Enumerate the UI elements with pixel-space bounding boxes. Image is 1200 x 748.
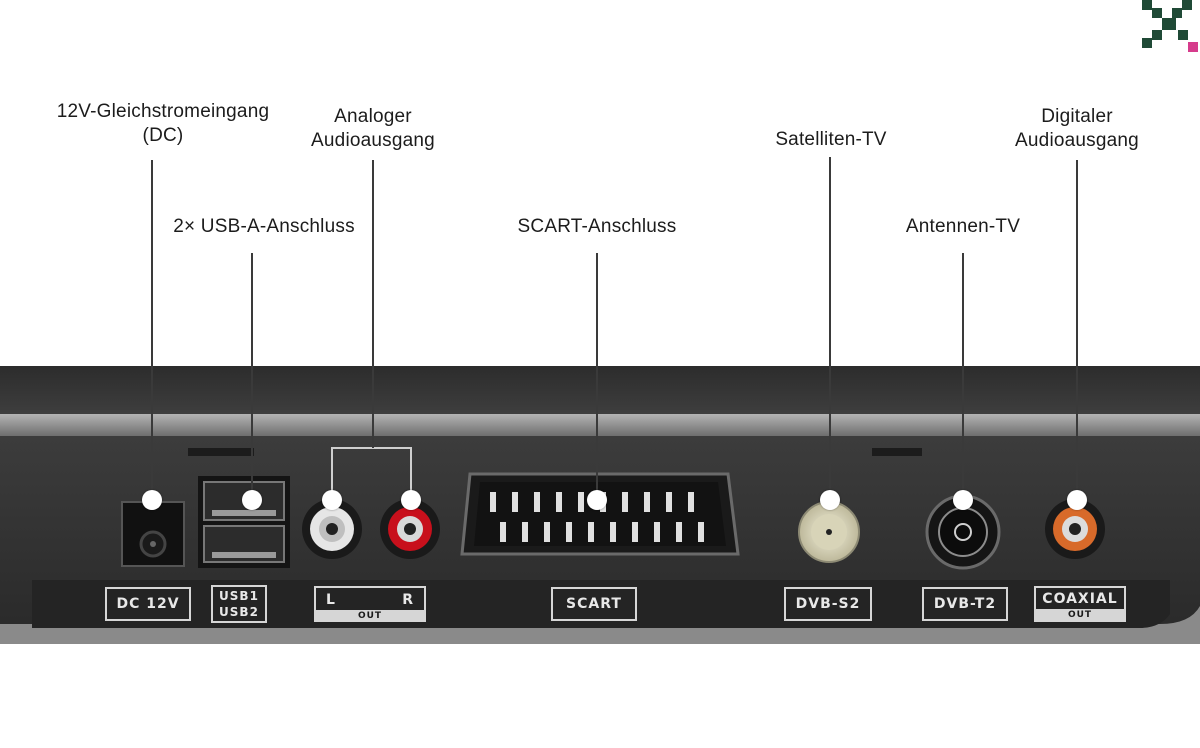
marker-audio-l (322, 490, 342, 510)
callout-antenna-tv: Antennen-TV (905, 216, 1021, 237)
leader-dc (151, 160, 153, 500)
marker-usb (242, 490, 262, 510)
label-coaxial-out: OUT (1036, 609, 1124, 621)
callout-satellite-tv: Satelliten-TV (775, 129, 887, 150)
label-audio-r: R (402, 592, 414, 608)
callout-usb: 2× USB-A-Anschluss (173, 216, 355, 237)
audio-bracket-top (332, 447, 412, 449)
label-dvbs2: DVB-S2 (784, 587, 872, 621)
marker-dc (142, 490, 162, 510)
leader-antenna (962, 253, 964, 500)
label-coaxial: COAXIAL OUT (1034, 586, 1126, 622)
marker-audio-r (401, 490, 421, 510)
leader-analog-audio (372, 160, 374, 448)
label-audio-l: L (326, 592, 336, 608)
audio-bracket-left (331, 447, 333, 497)
audio-bracket-right (410, 447, 412, 497)
callout-scart: SCART-Anschluss (517, 216, 677, 237)
label-dvbt2: DVB-T2 (922, 587, 1008, 621)
label-audio: L R OUT (314, 586, 426, 622)
label-audio-out: OUT (316, 610, 424, 622)
leader-scart (596, 253, 598, 500)
marker-dvbt2 (953, 490, 973, 510)
brand-logo-icon (1142, 0, 1198, 52)
marker-dvbs2 (820, 490, 840, 510)
label-dc: DC 12V (105, 587, 191, 621)
leader-satellite (829, 157, 831, 500)
callout-dc-input: 12V-Gleichstromeingang(DC) (56, 101, 270, 146)
marker-coaxial (1067, 490, 1087, 510)
marker-scart (587, 490, 607, 510)
leader-digital-audio (1076, 160, 1078, 500)
leader-usb (251, 253, 253, 500)
label-scart: SCART (551, 587, 637, 621)
